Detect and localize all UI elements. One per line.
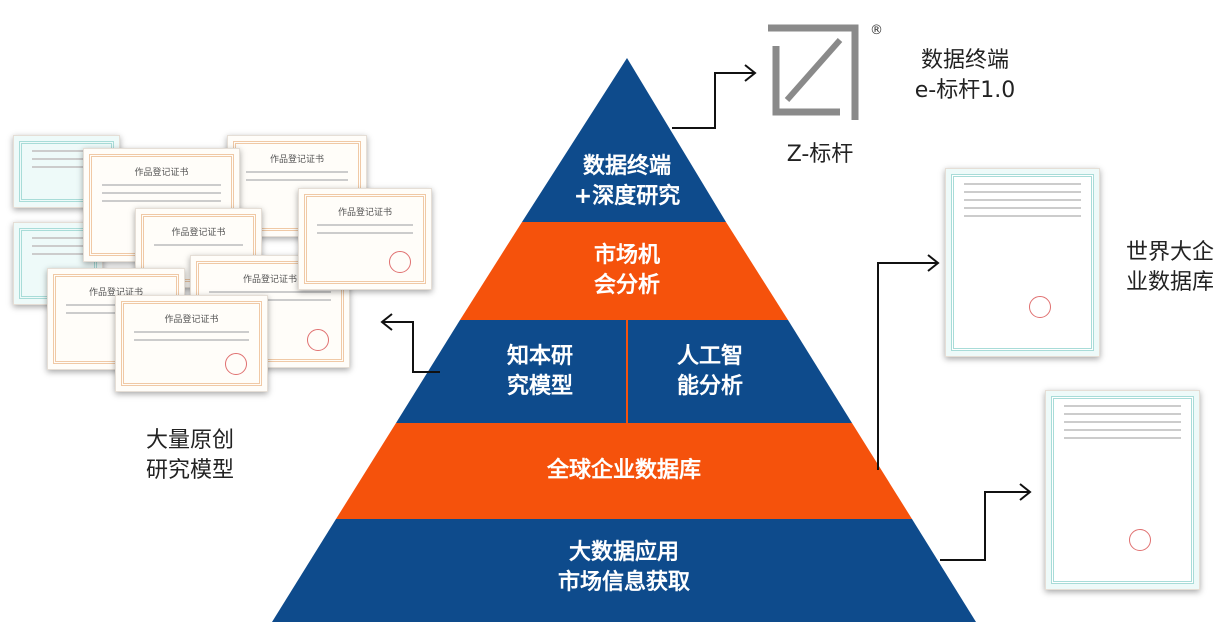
label-line: 市场信息获取: [557, 570, 690, 595]
label-line: 究模型: [506, 374, 573, 399]
right-label: 世界大企 业数据库: [1110, 238, 1228, 298]
pyramid-tier-market: [460, 222, 788, 320]
software-certificate-image: [945, 168, 1100, 357]
left-label: 大量原创 研究模型: [130, 426, 250, 486]
pyramid-label-bigdata: 大数据应用 市场信息获取: [474, 538, 774, 598]
z-logo-icon: [768, 24, 859, 120]
pyramid-label-top: 数据终端 +深度研究: [527, 152, 727, 212]
certificate-title: 作品登记证书: [164, 315, 219, 325]
arrow-to-logo: [672, 72, 755, 129]
terminal-label-line2: e-标杆1.0: [914, 78, 1016, 103]
label-line: 数据终端: [582, 154, 671, 179]
certificate-image: 作品登记证书: [298, 188, 432, 290]
certificate-image: 作品登记证书: [115, 295, 268, 392]
label-line: 业数据库: [1125, 270, 1214, 295]
certificate-title: 作品登记证书: [88, 288, 143, 298]
arrow-to-certificates: [382, 321, 440, 373]
pyramid-tier-database: [336, 423, 912, 519]
pyramid-tier-top: [522, 58, 726, 222]
pyramid-tier-bigdata: [272, 519, 976, 622]
pyramid-tier-models: [396, 320, 852, 423]
arrow-to-right-cert-1: [877, 262, 938, 470]
software-certificate-image: [1045, 390, 1200, 590]
pyramid-label-ai: 人工智 能分析: [640, 342, 780, 402]
label-line: 会分析: [593, 273, 660, 298]
label-line: 大量原创: [145, 428, 234, 453]
logo-caption: Z-标杆: [786, 142, 854, 167]
certificate-title: 作品登记证书: [134, 168, 189, 178]
terminal-label-line1: 数据终端: [920, 48, 1009, 73]
label-line: 世界大企: [1125, 240, 1214, 265]
label-line: +深度研究: [573, 184, 681, 209]
arrow-to-right-cert-2: [940, 491, 1030, 561]
certificate-title: 作品登记证书: [337, 208, 392, 218]
certificate-title: 作品登记证书: [171, 228, 226, 238]
certificate-title: 作品登记证书: [269, 155, 324, 165]
label-line: 大数据应用: [568, 540, 679, 565]
pyramid-label-database: 全球企业数据库: [546, 458, 701, 483]
pyramid-label-market: 市场机 会分析: [527, 241, 727, 301]
registered-mark: ®: [870, 23, 883, 38]
certificate-title: 作品登记证书: [242, 275, 297, 285]
label-line: 研究模型: [145, 458, 234, 483]
label-line: 人工智: [676, 344, 743, 369]
label-line: 市场机: [593, 243, 660, 268]
pyramid-label-models: 知本研 究模型: [470, 342, 610, 402]
label-line: 能分析: [676, 374, 743, 399]
terminal-label: 数据终端 e-标杆1.0: [895, 46, 1035, 106]
label-line: 知本研: [506, 344, 573, 369]
